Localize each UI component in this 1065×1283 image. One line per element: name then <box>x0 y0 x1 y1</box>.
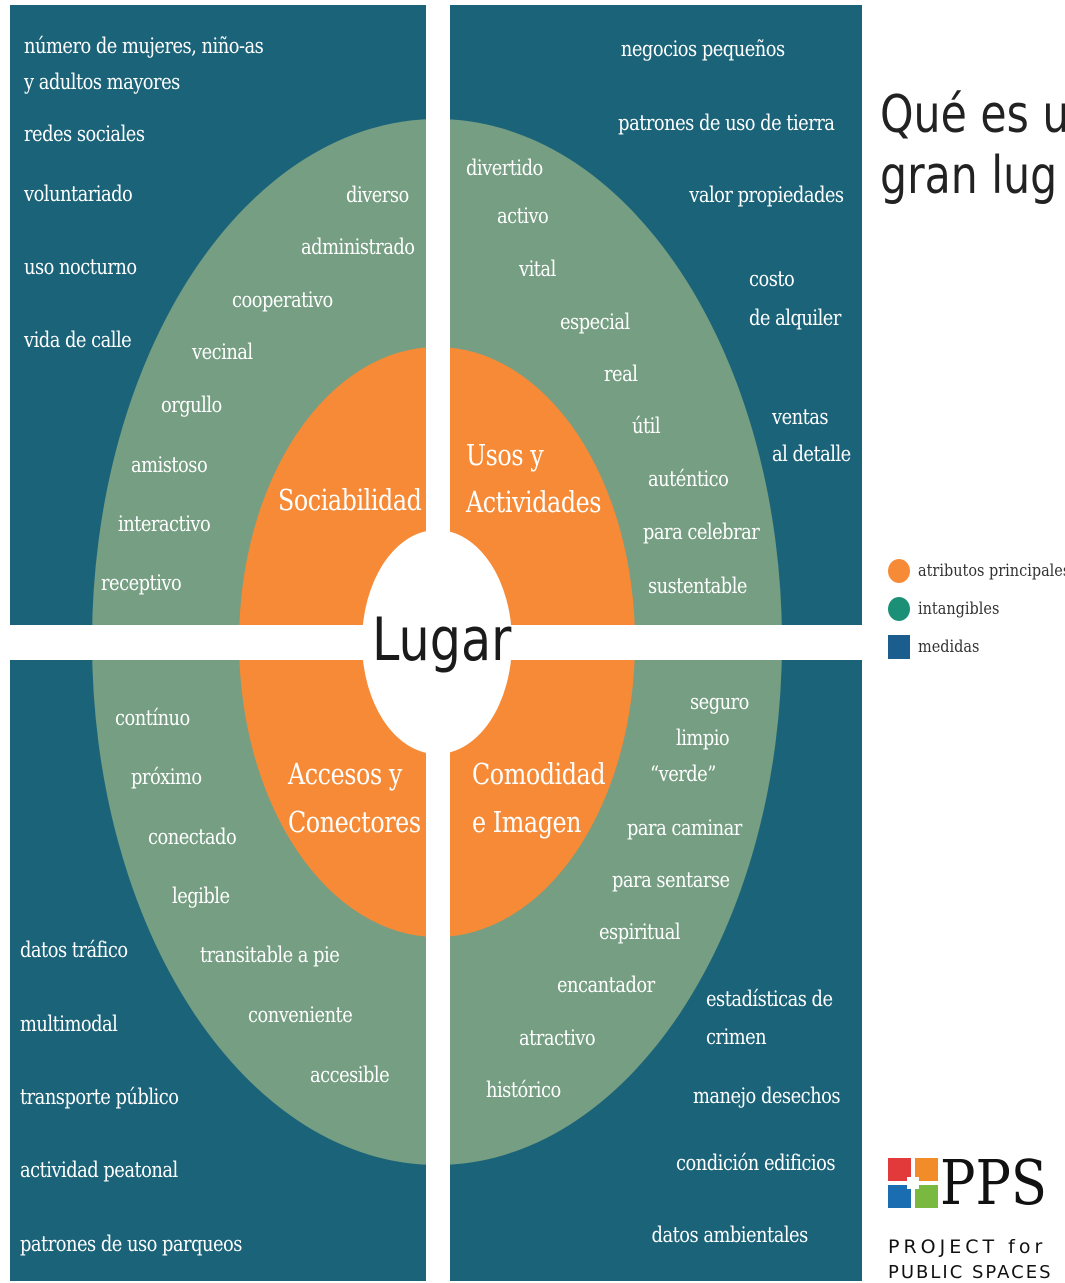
intangible-accesos: conectado <box>148 825 237 849</box>
core-label-sociabilidad: Sociabilidad <box>278 483 422 517</box>
measure-comodidad: estadísticas de <box>706 987 833 1011</box>
intangible-usos: vital <box>519 257 556 281</box>
center-label: Lugar <box>372 605 512 675</box>
intangible-sociabilidad: orgullo <box>161 393 222 417</box>
legend-label: intangibles <box>918 599 1000 619</box>
pps-logo-mark-icon <box>888 1158 938 1208</box>
core-label-comodidad-1: Comodidad <box>472 757 606 791</box>
measure-accesos: actividad peatonal <box>20 1158 178 1182</box>
measure-sociabilidad: uso nocturno <box>24 255 137 279</box>
measure-comodidad: datos ambientales <box>651 1223 809 1247</box>
measure-sociabilidad: número de mujeres, niño-as <box>24 34 264 58</box>
measure-usos: ventas <box>772 405 829 429</box>
intangible-comodidad: “verde” <box>650 762 716 786</box>
intangible-comodidad: seguro <box>690 690 749 714</box>
logo-subtitle: PUBLIC SPACES <box>888 1262 1053 1283</box>
measure-comodidad: manejo desechos <box>692 1084 841 1108</box>
intangible-accesos: conveniente <box>248 1003 353 1027</box>
intangible-comodidad: atractivo <box>519 1026 596 1050</box>
center-circle <box>362 530 512 754</box>
legend: atributos principales intangibles medida… <box>888 552 1065 666</box>
teal-circle-icon <box>888 597 910 621</box>
measure-comodidad: crimen <box>706 1025 767 1049</box>
measure-sociabilidad: y adultos mayores <box>24 70 180 94</box>
measure-usos: valor propiedades <box>689 183 845 207</box>
measure-accesos: transporte público <box>20 1085 179 1109</box>
legend-label: atributos principales <box>918 561 1065 581</box>
intangible-sociabilidad: receptivo <box>101 571 182 595</box>
intangible-sociabilidad: amistoso <box>131 453 208 477</box>
intangible-accesos: accesible <box>310 1063 390 1087</box>
intangible-sociabilidad: interactivo <box>118 512 211 536</box>
intangible-accesos: próximo <box>131 765 202 789</box>
intangible-sociabilidad: diverso <box>346 183 409 207</box>
measure-accesos: patrones de uso parqueos <box>20 1232 242 1256</box>
orange-circle-icon <box>888 559 910 583</box>
logo-name: PPS <box>940 1146 1048 1219</box>
place-diagram <box>10 5 862 1281</box>
intangible-comodidad: para sentarse <box>612 868 730 892</box>
measure-usos: patrones de uso de tierra <box>617 111 835 135</box>
measure-accesos: multimodal <box>20 1012 118 1036</box>
page-title: Qué es u gran lug <box>880 85 1065 208</box>
blue-square-icon <box>888 635 910 659</box>
legend-item: medidas <box>888 628 1065 666</box>
intangible-usos: sustentable <box>648 574 747 598</box>
core-label-usos-2: Actividades <box>466 485 602 519</box>
measure-comodidad: condición edificios <box>676 1151 835 1175</box>
legend-label: medidas <box>918 637 980 657</box>
measure-usos: de alquiler <box>749 306 841 330</box>
intangible-usos: real <box>604 362 638 386</box>
core-label-accesos-1: Accesos y <box>288 757 402 791</box>
logo-subtitle: PROJECT for <box>888 1236 1047 1258</box>
intangible-comodidad: espiritual <box>599 920 681 944</box>
core-label-usos-1: Usos y <box>466 438 544 472</box>
intangible-comodidad: encantador <box>557 973 655 997</box>
measure-sociabilidad: redes sociales <box>24 122 145 146</box>
intangible-usos: activo <box>497 204 549 228</box>
intangible-usos: útil <box>632 414 661 438</box>
intangible-accesos: transitable a pie <box>200 943 340 967</box>
measure-usos: costo <box>749 267 795 291</box>
legend-item: intangibles <box>888 590 1065 628</box>
intangible-comodidad: para caminar <box>627 816 742 840</box>
measure-sociabilidad: voluntariado <box>24 182 133 206</box>
measure-sociabilidad: vida de calle <box>24 328 132 352</box>
intangible-usos: divertido <box>466 156 543 180</box>
intangible-accesos: contínuo <box>115 706 190 730</box>
core-label-comodidad-2: e Imagen <box>472 805 582 839</box>
intangible-comodidad: limpio <box>676 726 730 750</box>
intangible-sociabilidad: cooperativo <box>232 288 333 312</box>
measure-usos: al detalle <box>772 442 851 466</box>
measure-accesos: datos tráfico <box>20 938 128 962</box>
intangible-usos: para celebrar <box>643 520 760 544</box>
legend-item: atributos principales <box>888 552 1065 590</box>
intangible-comodidad: histórico <box>486 1078 561 1102</box>
page-title-line: Qué es u <box>880 85 1065 145</box>
measure-usos: negocios pequeños <box>621 37 785 61</box>
page-title-line: gran lug <box>880 146 1058 207</box>
intangible-sociabilidad: administrado <box>300 235 415 259</box>
intangible-usos: especial <box>560 310 630 334</box>
intangible-usos: auténtico <box>648 467 729 491</box>
intangible-accesos: legible <box>172 884 230 908</box>
intangible-sociabilidad: vecinal <box>192 340 253 364</box>
core-label-accesos-2: Conectores <box>288 805 421 839</box>
